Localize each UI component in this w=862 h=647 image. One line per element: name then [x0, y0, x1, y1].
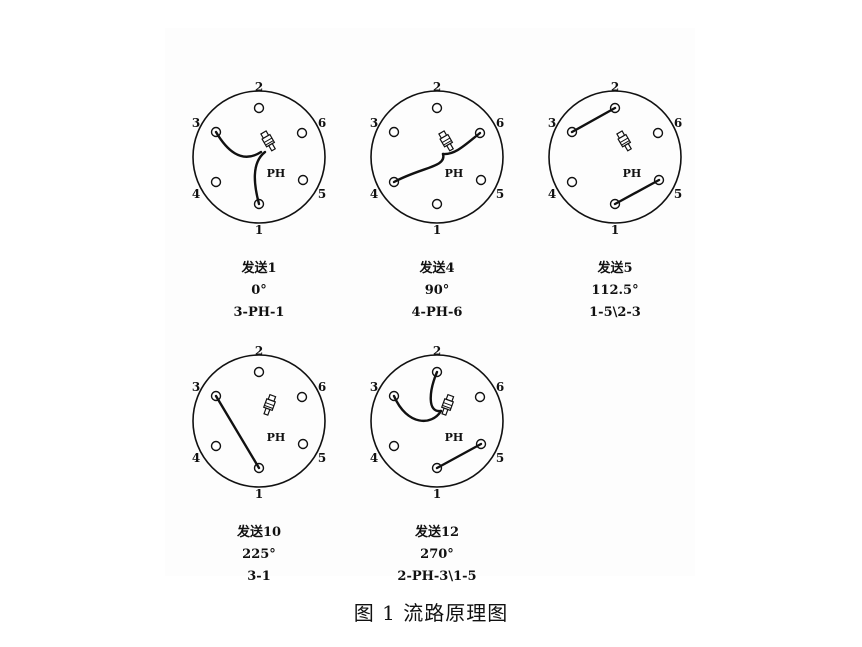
ph-label: PH [623, 167, 642, 180]
port-4 [210, 440, 222, 452]
port-label-5: 5 [318, 187, 326, 201]
port-label-4: 4 [370, 187, 378, 201]
figure-caption: 图 1 流路原理图 [353, 601, 509, 625]
valve-1: 1 2 3 4 5 6PH 发送1 0° 3-PH-1 [192, 80, 326, 320]
flow-path [570, 106, 617, 134]
valve-name: 发送12 [414, 524, 459, 540]
ph-sensor-icon [262, 393, 277, 416]
port-label-5: 5 [318, 451, 326, 465]
port-label-1: 1 [433, 223, 441, 237]
port-label-5: 5 [496, 187, 504, 201]
port-4 [566, 176, 578, 188]
valve-route: 1-5\2-3 [589, 305, 641, 320]
valve-body [370, 90, 504, 224]
port-label-3: 3 [370, 380, 378, 394]
port-label-2: 2 [255, 344, 263, 358]
ph-label: PH [445, 167, 464, 180]
valve-name: 发送4 [418, 260, 454, 276]
port-5 [475, 174, 487, 186]
flow-path [392, 152, 445, 184]
flow-path [392, 394, 443, 422]
valve-name: 发送10 [236, 524, 281, 540]
valve-route: 3-1 [247, 569, 271, 584]
valve-angle: 90° [425, 283, 450, 298]
port-label-2: 2 [611, 80, 619, 94]
valve-2: 1 2 3 4 5 6PH 发送4 90° 4-PH-6 [370, 80, 504, 320]
port-label-1: 1 [255, 223, 263, 237]
flow-path [253, 150, 267, 206]
port-label-6: 6 [496, 116, 504, 130]
ph-label: PH [267, 431, 286, 444]
port-label-6: 6 [318, 380, 326, 394]
port-6 [296, 391, 308, 403]
valve-5: 1 2 3 4 5 6PH 发送12 270° 2-PH-3\1-5 [370, 344, 504, 584]
flow-path [214, 130, 263, 158]
port-label-6: 6 [674, 116, 682, 130]
flow-path [429, 370, 443, 413]
port-2 [253, 366, 265, 378]
port-label-5: 5 [496, 451, 504, 465]
port-label-1: 1 [433, 487, 441, 501]
valve-4: 1 2 3 4 5 6PH 发送10 225° 3-1 [192, 344, 326, 584]
port-label-4: 4 [192, 187, 200, 201]
port-label-2: 2 [433, 80, 441, 94]
flow-path [214, 394, 261, 470]
flow-path [613, 178, 661, 206]
port-label-3: 3 [548, 116, 556, 130]
valve-route: 3-PH-1 [234, 305, 285, 320]
port-1 [431, 198, 443, 210]
ph-label: PH [267, 167, 286, 180]
ph-label: PH [445, 431, 464, 444]
port-5 [297, 174, 309, 186]
valve-angle: 270° [420, 547, 454, 562]
valve-route: 4-PH-6 [412, 305, 463, 320]
port-label-3: 3 [192, 116, 200, 130]
ph-sensor-icon [616, 130, 633, 152]
port-label-3: 3 [192, 380, 200, 394]
ph-sensor-icon [260, 130, 277, 152]
flow-path [441, 131, 482, 156]
port-label-5: 5 [674, 187, 682, 201]
port-label-6: 6 [318, 116, 326, 130]
valve-angle: 112.5° [591, 283, 638, 298]
port-label-2: 2 [433, 344, 441, 358]
valve-angle: 0° [251, 283, 267, 298]
valve-name: 发送1 [240, 260, 276, 276]
port-3 [388, 126, 400, 138]
ph-sensor-icon [440, 393, 455, 416]
port-label-4: 4 [370, 451, 378, 465]
port-label-4: 4 [548, 187, 556, 201]
port-5 [297, 438, 309, 450]
port-2 [431, 102, 443, 114]
valve-body [192, 354, 326, 488]
port-label-1: 1 [611, 223, 619, 237]
valve-route: 2-PH-3\1-5 [397, 569, 476, 584]
port-6 [296, 127, 308, 139]
ph-sensor-icon [438, 130, 455, 152]
port-4 [210, 176, 222, 188]
port-label-3: 3 [370, 116, 378, 130]
valve-body [192, 90, 326, 224]
valve-3: 1 2 3 4 5 6PH 发送5 112.5° 1-5\2-3 [548, 80, 682, 320]
flow-path [435, 442, 483, 470]
port-4 [388, 440, 400, 452]
valve-body [370, 354, 504, 488]
port-2 [253, 102, 265, 114]
port-label-2: 2 [255, 80, 263, 94]
port-label-4: 4 [192, 451, 200, 465]
valve-name: 发送5 [596, 260, 632, 276]
valve-angle: 225° [242, 547, 276, 562]
port-label-6: 6 [496, 380, 504, 394]
port-6 [652, 127, 664, 139]
port-label-1: 1 [255, 487, 263, 501]
port-6 [474, 391, 486, 403]
valve-body [548, 90, 682, 224]
